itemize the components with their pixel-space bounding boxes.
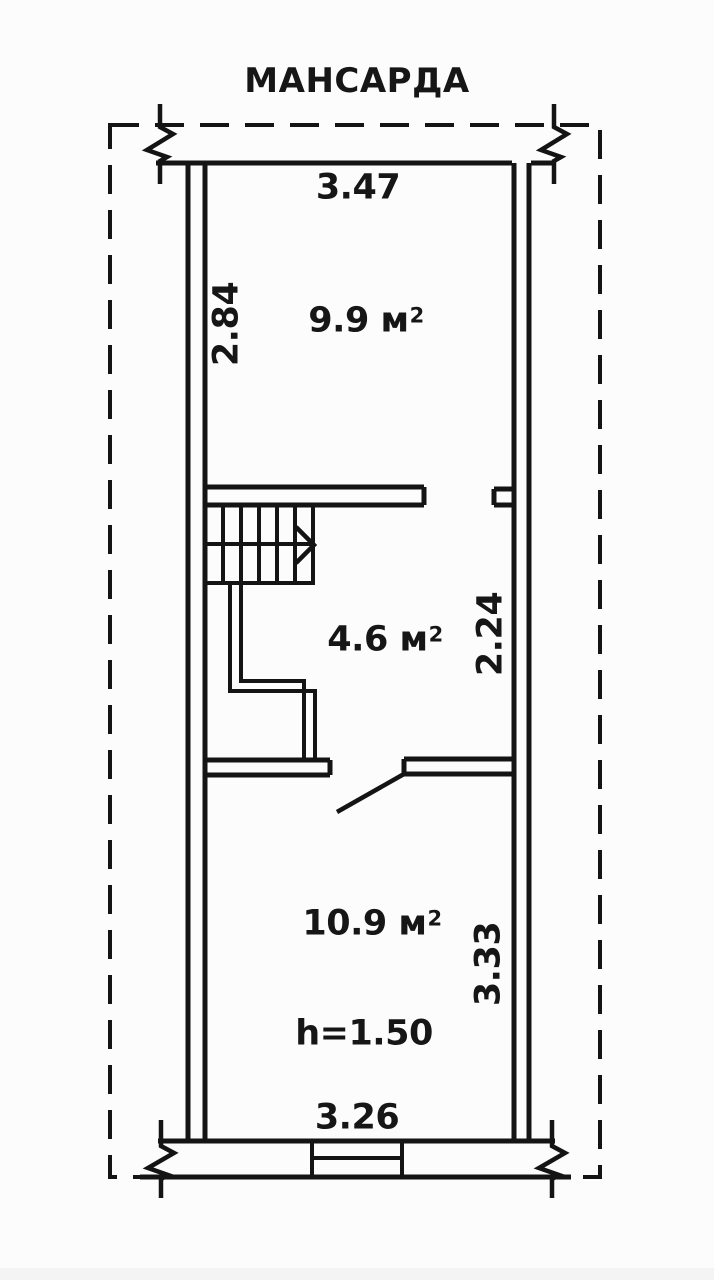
staircase [203, 503, 318, 585]
window-symbol [310, 1141, 404, 1177]
room-area-middle: 4.6 м2 [327, 619, 444, 660]
break-mark-top-right-icon [535, 104, 572, 184]
room-area-top-value: 9.9 м [308, 300, 409, 341]
room-area-bottom-value: 10.9 м [302, 903, 427, 944]
room-area-middle-value: 4.6 м [327, 619, 428, 660]
dashed-boundary [108, 123, 602, 1179]
room-area-middle-sup: 2 [428, 622, 444, 647]
room-area-top-sup: 2 [409, 303, 425, 328]
break-mark-bottom-right-icon [533, 1120, 570, 1198]
room-height-note: h=1.50 [295, 1013, 433, 1054]
dimension-top: 3.47 [315, 167, 401, 208]
door-leaf [335, 772, 406, 814]
break-mark-bottom-left-icon [142, 1120, 179, 1198]
railing-inner-line [239, 583, 306, 761]
interior-wall-upper [205, 484, 514, 508]
room-area-bottom: 10.9 м2 [302, 903, 443, 944]
photo-edge-artifact [0, 1268, 714, 1280]
dimension-right-middle: 2.24 [470, 591, 511, 677]
stair-direction-arrow-icon [294, 525, 318, 565]
room-area-top: 9.9 м2 [308, 300, 425, 341]
break-mark-top-left-icon [141, 104, 178, 184]
dimension-right-bottom: 3.33 [468, 921, 509, 1007]
dimension-left: 2.84 [206, 281, 247, 367]
stair-railing [228, 583, 317, 761]
railing-outer-line [228, 583, 317, 761]
dimension-bottom: 3.26 [314, 1097, 400, 1138]
plan-title: МАНСАРДА [244, 61, 470, 101]
interior-wall-lower [205, 756, 514, 814]
exterior-walls [140, 160, 571, 1180]
room-area-bottom-sup: 2 [427, 906, 443, 931]
